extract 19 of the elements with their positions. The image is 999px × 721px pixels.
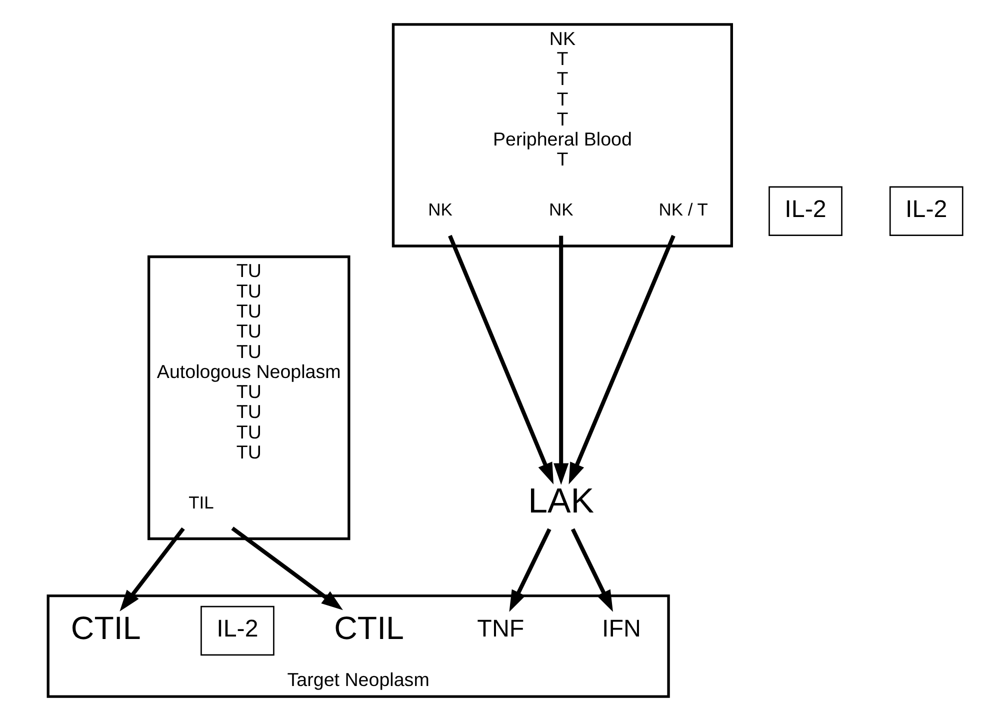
node-box: IL-2 — [768, 186, 842, 236]
node-text: CTIL — [70, 610, 140, 646]
node-text: TNF — [476, 616, 524, 643]
arrow — [553, 236, 568, 485]
arrow — [448, 234, 554, 484]
arrow — [508, 528, 551, 612]
arrow — [119, 527, 184, 612]
node-text: IFN — [602, 616, 640, 643]
node-text: TIL — [188, 492, 214, 512]
node-text: CTIL — [334, 610, 404, 646]
arrow — [568, 234, 675, 484]
node-text: NK — [548, 200, 573, 220]
node-box: IL-2 — [888, 186, 963, 236]
node-text: NK / T — [658, 200, 708, 220]
arrow — [230, 526, 342, 610]
node-text: LAK — [528, 481, 594, 520]
node-box: IL-2 — [200, 606, 274, 656]
arrow — [570, 528, 612, 612]
node-text: NK — [428, 200, 452, 220]
